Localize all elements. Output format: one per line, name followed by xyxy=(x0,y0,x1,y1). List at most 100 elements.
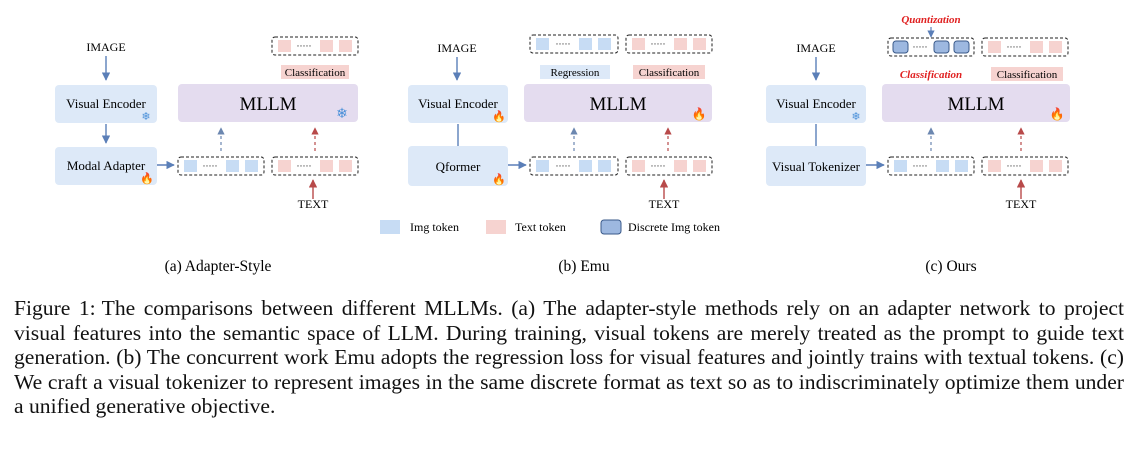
quantization-label: Quantization xyxy=(901,14,960,26)
frozen-snowflake-icon: ❄ xyxy=(851,111,860,123)
figure-caption-text: The comparisons between different MLLMs.… xyxy=(14,296,1124,419)
visual-encoder-box xyxy=(55,85,157,123)
panel-ours: IMAGE Visual Encoder ❄ Visual Tokenizer … xyxy=(766,14,1070,211)
modal-adapter-label: Modal Adapter xyxy=(67,158,146,173)
visual-tokenizer-box xyxy=(766,146,866,186)
img-token xyxy=(226,160,239,172)
legend-img-token-swatch xyxy=(380,220,400,234)
text-token-group xyxy=(981,156,1069,176)
text-token xyxy=(693,160,706,172)
token-dots: ····· xyxy=(297,41,312,51)
discrete-img-token xyxy=(953,40,970,54)
img-token xyxy=(245,160,258,172)
text-token xyxy=(1030,160,1043,172)
subcaption-a: (a) Adapter-Style xyxy=(165,258,272,275)
text-label: TEXT xyxy=(1006,197,1037,211)
img-token xyxy=(598,38,611,50)
text-token xyxy=(320,40,333,52)
text-token xyxy=(1049,160,1062,172)
subcaption-c: (c) Ours xyxy=(925,258,976,275)
token-dots: ····· xyxy=(1007,161,1022,171)
text-token xyxy=(674,160,687,172)
visual-encoder-box xyxy=(408,85,508,123)
legend-img-token: Img token xyxy=(410,220,459,234)
classification-highlight-label: Classification xyxy=(900,69,962,81)
visual-encoder-box xyxy=(766,85,866,123)
token-dots: ····· xyxy=(556,161,571,171)
text-token xyxy=(988,41,1001,53)
classification-label: Classification xyxy=(997,69,1058,81)
regression-tag xyxy=(540,65,610,79)
img-token xyxy=(579,160,592,172)
text-token-output-group xyxy=(981,37,1069,57)
token-dots: ····· xyxy=(297,161,312,171)
discrete-img-token xyxy=(892,40,909,54)
text-token xyxy=(278,40,291,52)
legend-discrete-img-token: Discrete Img token xyxy=(628,220,720,234)
trainable-flame-icon: 🔥 xyxy=(692,107,707,121)
img-token xyxy=(536,38,549,50)
discrete-img-token-output-group xyxy=(887,37,975,57)
visual-encoder-label: Visual Encoder xyxy=(66,96,146,111)
legend-text-token: Text token xyxy=(515,220,566,234)
classification-label: Classification xyxy=(285,67,346,79)
classification-tag xyxy=(633,65,705,79)
panel-emu: IMAGE Visual Encoder 🔥 Qformer 🔥 ····· ·… xyxy=(408,34,713,211)
token-dots: ····· xyxy=(913,42,928,52)
text-label: TEXT xyxy=(298,197,329,211)
img-token-group xyxy=(177,156,265,176)
img-token xyxy=(894,160,907,172)
trainable-flame-icon: 🔥 xyxy=(1050,107,1065,121)
token-dots: ····· xyxy=(651,39,666,49)
text-token xyxy=(632,160,645,172)
classification-label: Classification xyxy=(639,67,700,79)
text-token xyxy=(339,40,352,52)
text-token xyxy=(1049,41,1062,53)
visual-tokenizer-label: Visual Tokenizer xyxy=(772,159,861,174)
mllm-label: MLLM xyxy=(948,94,1005,115)
classification-tag xyxy=(281,65,349,79)
img-token-output-group xyxy=(529,34,619,54)
img-token xyxy=(955,160,968,172)
text-token-output-group xyxy=(271,36,359,56)
mllm-label: MLLM xyxy=(240,94,297,115)
text-token-output-group xyxy=(625,34,713,54)
text-token xyxy=(278,160,291,172)
text-token xyxy=(674,38,687,50)
mllm-box xyxy=(882,84,1070,122)
qformer-label: Qformer xyxy=(436,159,481,174)
text-token xyxy=(1030,41,1043,53)
img-token xyxy=(536,160,549,172)
mllm-comparison-diagram: IMAGE Visual Encoder ❄ Modal Adapter 🔥 ·… xyxy=(55,14,1070,275)
image-label: IMAGE xyxy=(437,41,476,55)
visual-encoder-label: Visual Encoder xyxy=(776,96,856,111)
img-token xyxy=(598,160,611,172)
img-token xyxy=(579,38,592,50)
image-label: IMAGE xyxy=(86,40,125,54)
panel-adapter-style: IMAGE Visual Encoder ❄ Modal Adapter 🔥 ·… xyxy=(55,36,359,211)
text-token-group xyxy=(271,156,359,176)
regression-label: Regression xyxy=(551,67,600,79)
frozen-snowflake-icon: ❄ xyxy=(141,111,150,123)
token-dots: ····· xyxy=(913,161,928,171)
token-dots: ····· xyxy=(1007,42,1022,52)
visual-encoder-label: Visual Encoder xyxy=(418,96,498,111)
trainable-flame-icon: 🔥 xyxy=(492,110,506,123)
modal-adapter-box xyxy=(55,147,157,185)
mllm-box xyxy=(178,84,358,122)
qformer-box xyxy=(408,146,508,186)
legend: Img token Text token Discrete Img token xyxy=(380,219,720,235)
img-token xyxy=(936,160,949,172)
text-label: TEXT xyxy=(649,197,680,211)
figure-caption-label: Figure 1: xyxy=(14,296,96,320)
text-token xyxy=(320,160,333,172)
text-token xyxy=(632,38,645,50)
classification-tag xyxy=(991,67,1063,81)
text-token xyxy=(988,160,1001,172)
legend-discrete-token-swatch xyxy=(600,219,622,235)
token-dots: ····· xyxy=(556,39,571,49)
img-token-group xyxy=(529,156,619,176)
token-dots: ····· xyxy=(651,161,666,171)
img-token-group xyxy=(887,156,975,176)
trainable-flame-icon: 🔥 xyxy=(140,172,154,185)
